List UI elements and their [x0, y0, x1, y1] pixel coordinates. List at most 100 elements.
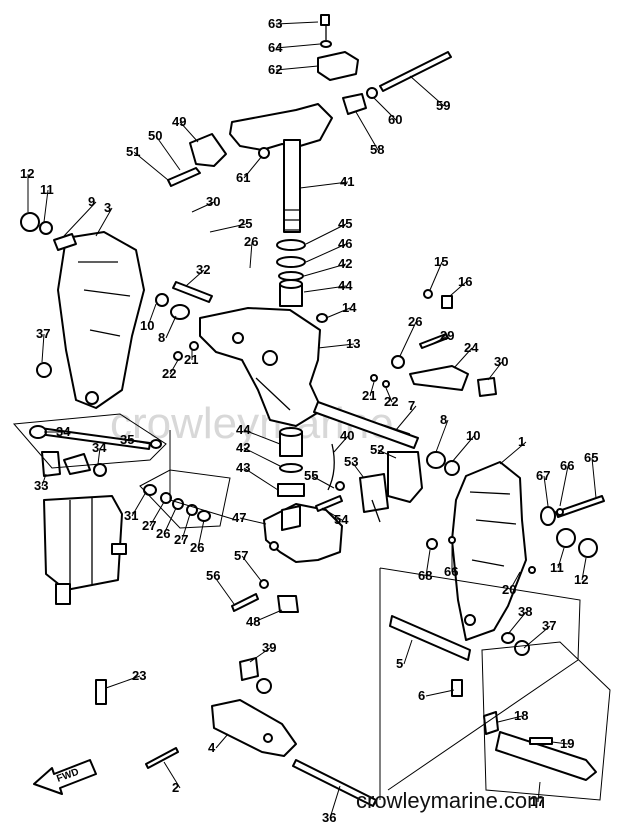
- leader-line-p20: [509, 571, 521, 591]
- leader-line-p16: [449, 281, 467, 297]
- part-callout-p50: 50: [148, 128, 162, 143]
- leader-line-p30a: [191, 201, 215, 213]
- part-callout-p11b: 11: [550, 560, 564, 575]
- leader-line-p60: [373, 97, 397, 121]
- part-callout-p29: 29: [440, 328, 454, 343]
- leader-lines: [27, 21, 597, 819]
- part-callout-p18: 18: [514, 708, 528, 723]
- part-callout-p8b: 8: [440, 412, 447, 427]
- leader-line-p44a: [303, 285, 347, 293]
- leader-line-p56: [213, 575, 235, 605]
- part-callout-p60: 60: [388, 112, 402, 127]
- leader-line-p4: [215, 733, 229, 749]
- pin-23: [95, 679, 179, 769]
- footer-text: crowleymarine.com: [356, 788, 546, 813]
- part-callout-p44a: 44: [338, 278, 353, 293]
- leader-line-p32: [185, 269, 205, 287]
- tilt-link-24: [391, 333, 497, 397]
- part-callout-p63: 63: [268, 16, 282, 31]
- part-callout-p21b: 21: [362, 388, 376, 403]
- part-callout-p44b: 44: [236, 422, 251, 437]
- leader-line-p54: [321, 507, 343, 521]
- lower-bolts-56-57: [231, 579, 299, 613]
- part-callout-p21a: 21: [184, 352, 198, 367]
- leader-line-p39: [249, 647, 271, 663]
- leader-line-p34b: [97, 447, 101, 465]
- leader-line-p15: [429, 261, 443, 291]
- part-callout-p67: 67: [536, 468, 550, 483]
- leader-line-p46: [305, 243, 347, 263]
- leader-line-p66a: [559, 465, 569, 507]
- part-callout-p12b: 12: [574, 572, 588, 587]
- part-callout-p22a: 22: [162, 366, 176, 381]
- bolt-65: [540, 495, 605, 526]
- part-callout-p48: 48: [246, 614, 260, 629]
- leader-line-p8b: [435, 419, 449, 453]
- part-callout-p17: 17: [530, 794, 544, 809]
- part-callout-p66b: 66: [444, 564, 458, 579]
- part-callout-p45: 45: [338, 216, 352, 231]
- part-callout-p64: 64: [268, 40, 283, 55]
- leader-line-p50: [155, 135, 181, 171]
- leader-line-p64: [275, 43, 321, 49]
- upper-bolt-group: [342, 51, 452, 115]
- part-callout-p62: 62: [268, 62, 282, 77]
- part-callout-p34a: 34: [56, 424, 71, 439]
- part-callout-p54: 54: [334, 512, 349, 527]
- part-callout-p27b: 27: [174, 532, 188, 547]
- steering-arm: [229, 103, 333, 233]
- leader-line-p42a: [303, 263, 347, 277]
- tilt-rod-left: [29, 425, 162, 477]
- leader-line-p22b: [385, 387, 393, 403]
- leader-line-p33: [41, 473, 47, 487]
- part-callout-p2: 2: [172, 780, 179, 795]
- leader-line-p27a: [149, 501, 165, 527]
- part-callout-p53: 53: [344, 454, 358, 469]
- part-callout-p46: 46: [338, 236, 352, 251]
- leader-line-p3: [95, 207, 113, 237]
- part-callout-p39: 39: [262, 640, 276, 655]
- part-callout-p42b: 42: [236, 440, 250, 455]
- part-callout-p42a: 42: [338, 256, 352, 271]
- part-callout-p55: 55: [304, 468, 318, 483]
- part-callout-p68: 68: [418, 568, 432, 583]
- switch-block-52: [359, 451, 423, 523]
- part-callout-p9: 9: [88, 194, 95, 209]
- part-callout-p4: 4: [208, 740, 216, 755]
- part-callout-p26d: 26: [190, 540, 204, 555]
- leader-line-p24: [453, 347, 473, 369]
- part-callout-p27a: 27: [142, 518, 156, 533]
- leader-line-p45: [305, 223, 347, 245]
- part-callout-p43: 43: [236, 460, 250, 475]
- clamp-bracket-left: [57, 231, 145, 409]
- part-callout-p19: 19: [560, 736, 574, 751]
- fwd-arrow: FWD: [33, 759, 97, 795]
- leader-line-p27b: [181, 513, 191, 541]
- leader-line-p21b: [369, 381, 375, 397]
- part-callout-p30b: 30: [494, 354, 508, 369]
- part-callout-p35: 35: [120, 432, 134, 447]
- leader-line-p44b: [243, 429, 281, 445]
- leader-line-p61: [243, 155, 263, 179]
- leader-line-p2: [163, 761, 181, 789]
- leader-line-p55: [311, 475, 335, 489]
- part-callout-p11a: 11: [40, 182, 54, 197]
- part-callout-p41: 41: [340, 174, 354, 189]
- small-parts-21-22: [173, 341, 390, 388]
- leader-line-p57: [241, 555, 263, 583]
- part-callout-p3: 3: [104, 200, 111, 215]
- leader-line-p47: [239, 517, 267, 525]
- leader-line-p58: [355, 111, 379, 151]
- pivot-bolt-32: [155, 281, 213, 320]
- leader-line-p67: [543, 475, 549, 507]
- part-callout-p66a: 66: [560, 458, 574, 473]
- part-callout-p20: 20: [502, 582, 516, 597]
- shaft-stack-upper: [276, 239, 306, 307]
- leader-line-p9: [63, 201, 97, 237]
- leader-line-p19: [551, 741, 569, 745]
- leader-line-p42b: [243, 447, 281, 467]
- part-callout-p32: 32: [196, 262, 210, 277]
- part-callout-p30a: 30: [206, 194, 220, 209]
